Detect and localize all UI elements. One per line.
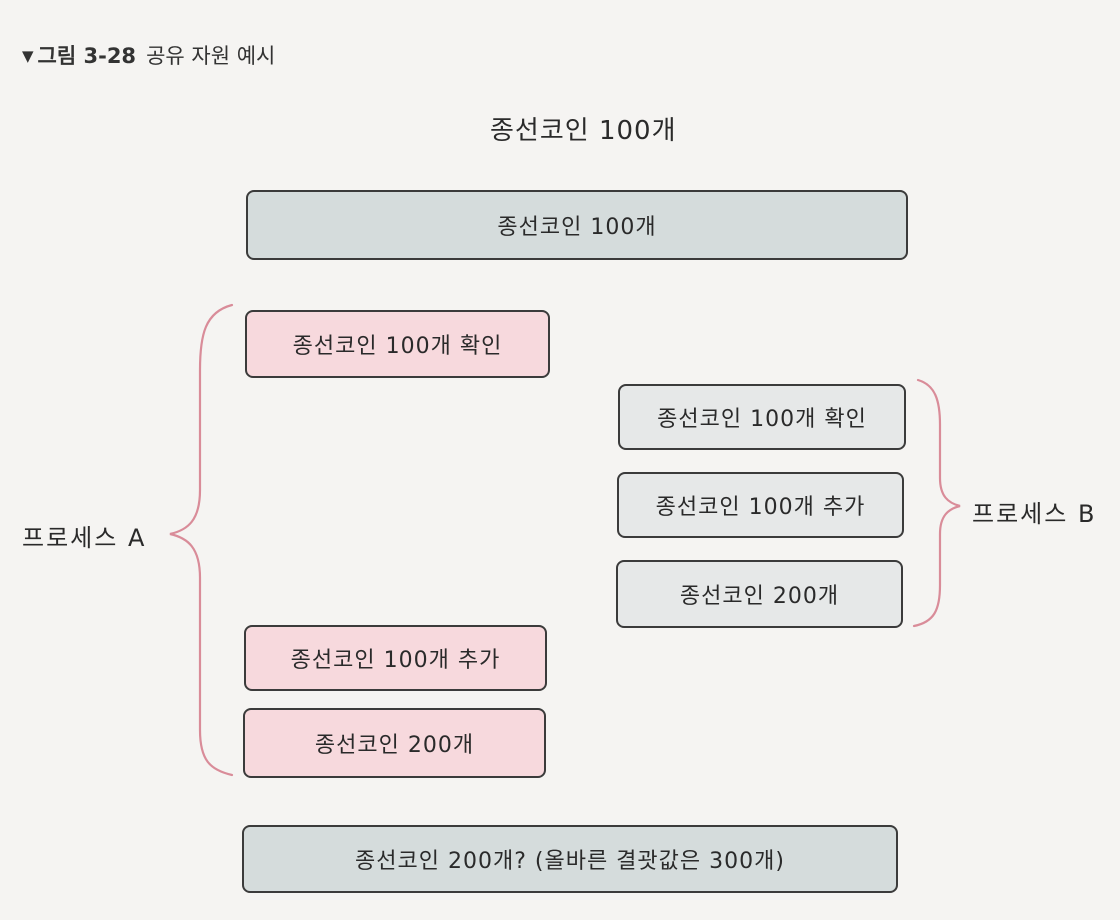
process-a-brace	[169, 303, 234, 777]
process-b-step-2: 종선코인 100개 추가	[617, 472, 904, 538]
process-a-step-1: 종선코인 100개 확인	[245, 310, 550, 378]
process-a-label: 프로세스 A	[22, 524, 147, 552]
process-a-step-2: 종선코인 100개 추가	[244, 625, 547, 691]
figure-caption: ▼그림 3-28 공유 자원 예시	[22, 40, 275, 70]
process-b-brace	[912, 378, 961, 628]
shared-resource-box: 종선코인 100개	[246, 190, 908, 260]
result-box: 종선코인 200개? (올바른 결괏값은 300개)	[242, 825, 898, 893]
process-b-step-1: 종선코인 100개 확인	[618, 384, 906, 450]
figure-title: 공유 자원 예시	[146, 44, 276, 68]
process-b-label: 프로세스 B	[972, 500, 1097, 528]
figure-number: 그림 3-28	[37, 44, 137, 68]
triangle-down-icon: ▼	[22, 47, 34, 65]
diagram-heading: 종선코인 100개	[490, 116, 677, 146]
process-b-step-3: 종선코인 200개	[616, 560, 903, 628]
process-a-step-3: 종선코인 200개	[243, 708, 546, 778]
